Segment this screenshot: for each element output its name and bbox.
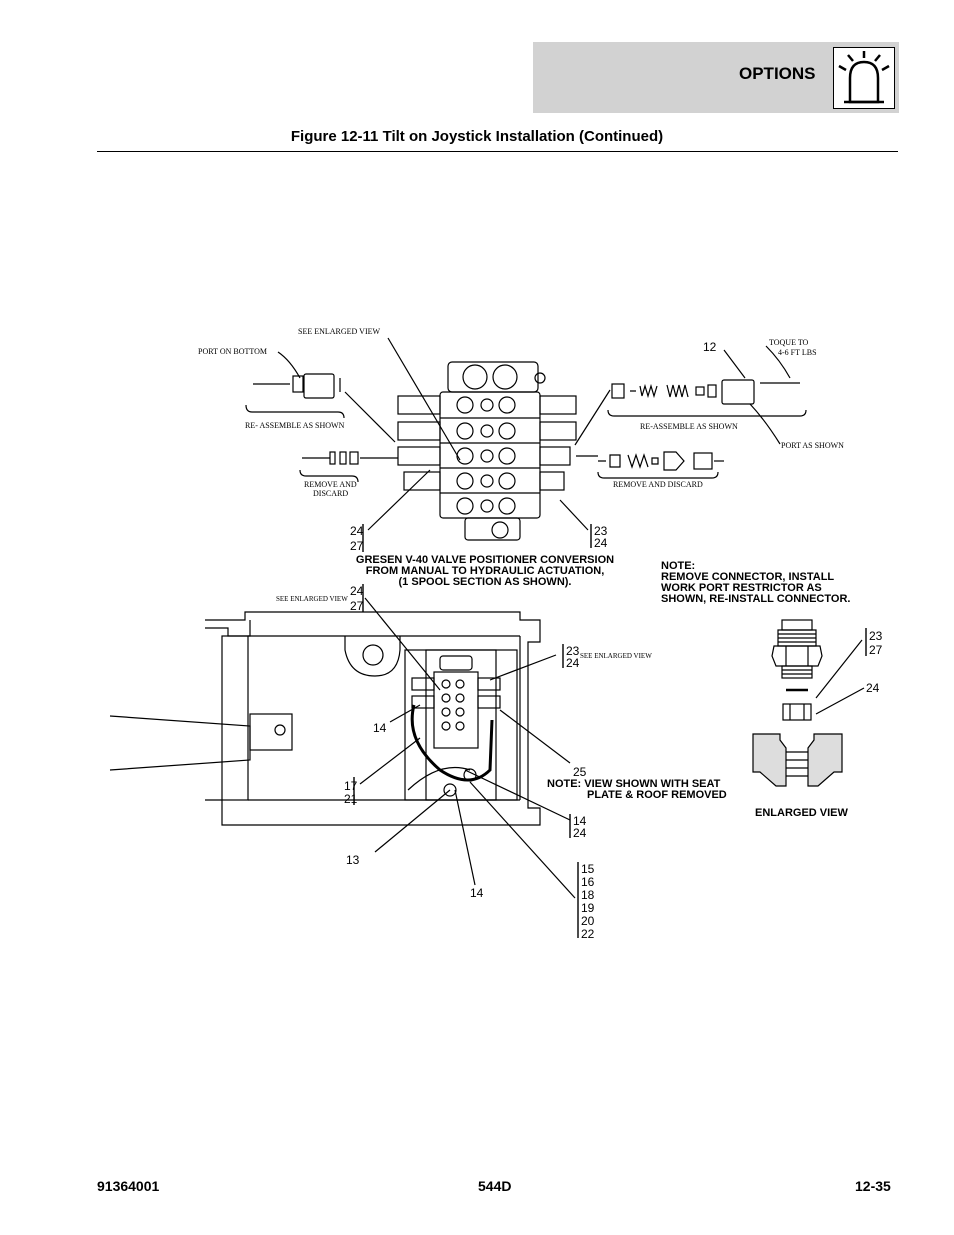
label-toque-1: TOQUE TO bbox=[769, 338, 809, 347]
frame-view-drawing bbox=[109, 611, 541, 826]
callout-17: 17 bbox=[344, 779, 358, 793]
callout-23: 23 bbox=[566, 644, 580, 658]
section-title: OPTIONS bbox=[739, 64, 816, 83]
callout-15: 15 bbox=[581, 862, 595, 876]
label-remove-right: REMOVE AND DISCARD bbox=[613, 480, 703, 489]
callout-24: 24 bbox=[573, 826, 587, 840]
enlarged-fitting-drawing bbox=[752, 619, 865, 787]
label-port-as-shown: PORT AS SHOWN bbox=[781, 441, 844, 450]
callout-27: 27 bbox=[350, 599, 364, 613]
callout-18: 18 bbox=[581, 888, 595, 902]
note-right-line2: REMOVE CONNECTOR, INSTALL bbox=[661, 571, 834, 583]
label-reassemble-left: RE- ASSEMBLE AS SHOWN bbox=[245, 421, 345, 430]
footer-doc-number: 91364001 bbox=[97, 1178, 160, 1194]
label-see-enlarged: SEE ENLARGED VIEW bbox=[298, 327, 381, 336]
callout-24: 24 bbox=[866, 681, 880, 695]
callout-23: 23 bbox=[594, 524, 608, 538]
footer-page-number: 12-35 bbox=[855, 1178, 891, 1194]
label-remove-left-2: DISCARD bbox=[313, 489, 348, 498]
conversion-caption-line1: GRESEN V-40 VALVE POSITIONER CONVERSION bbox=[356, 554, 614, 566]
label-port-on-bottom: PORT ON BOTTOM bbox=[198, 347, 267, 356]
note-seat-line2: PLATE & ROOF REMOVED bbox=[587, 789, 727, 801]
callout-brackets bbox=[353, 524, 867, 938]
label-see-enlarged-2: SEE ENLARGED VIEW bbox=[276, 595, 348, 603]
note-right-line1: NOTE: bbox=[661, 560, 695, 572]
callout-13: 13 bbox=[346, 853, 360, 867]
conversion-caption-line3: (1 SPOOL SECTION AS SHOWN). bbox=[399, 576, 572, 588]
callout-16: 16 bbox=[581, 875, 595, 889]
label-reassemble-right: RE-ASSEMBLE AS SHOWN bbox=[640, 422, 738, 431]
callout-14: 14 bbox=[470, 886, 484, 900]
callout-24: 24 bbox=[350, 584, 364, 598]
callout-21: 21 bbox=[344, 792, 358, 806]
figure-title: Figure 12-11 Tilt on Joystick Installati… bbox=[290, 128, 664, 145]
note-right-line3: WORK PORT RESTRICTOR AS bbox=[661, 582, 822, 594]
callout-24: 24 bbox=[566, 656, 580, 670]
label-see-enlarged-3: SEE ENLARGED VIEW bbox=[580, 652, 652, 660]
callout-23: 23 bbox=[869, 629, 883, 643]
left-exploded-parts bbox=[245, 373, 398, 483]
enlarged-view-label: ENLARGED VIEW bbox=[755, 807, 849, 819]
label-toque-2: 4-6 FT LBS bbox=[778, 348, 817, 357]
callout-12: 12 bbox=[703, 340, 717, 354]
label-remove-left-1: REMOVE AND bbox=[304, 480, 357, 489]
callout-20: 20 bbox=[581, 914, 595, 928]
callout-19: 19 bbox=[581, 901, 595, 915]
callout-24: 24 bbox=[594, 536, 608, 550]
callout-25: 25 bbox=[573, 765, 587, 779]
callout-24: 24 bbox=[350, 524, 364, 538]
callout-14: 14 bbox=[573, 814, 587, 828]
frame-leader-lines bbox=[359, 597, 576, 899]
conversion-caption-line2: FROM MANUAL TO HYDRAULIC ACTUATION, bbox=[366, 565, 605, 577]
warning-beacon-icon bbox=[833, 47, 895, 109]
callout-27: 27 bbox=[869, 643, 883, 657]
valve-stack-drawing bbox=[397, 361, 577, 541]
callout-22: 22 bbox=[581, 927, 595, 941]
callout-14: 14 bbox=[373, 721, 387, 735]
note-right-line4: SHOWN, RE-INSTALL CONNECTOR. bbox=[661, 593, 850, 605]
top-leader-lines bbox=[277, 337, 791, 531]
right-exploded-parts bbox=[574, 379, 807, 479]
note-seat-line1: NOTE: VIEW SHOWN WITH SEAT bbox=[547, 778, 721, 790]
footer-model: 544D bbox=[478, 1178, 512, 1194]
callout-27: 27 bbox=[350, 539, 364, 553]
title-rule bbox=[97, 151, 898, 152]
